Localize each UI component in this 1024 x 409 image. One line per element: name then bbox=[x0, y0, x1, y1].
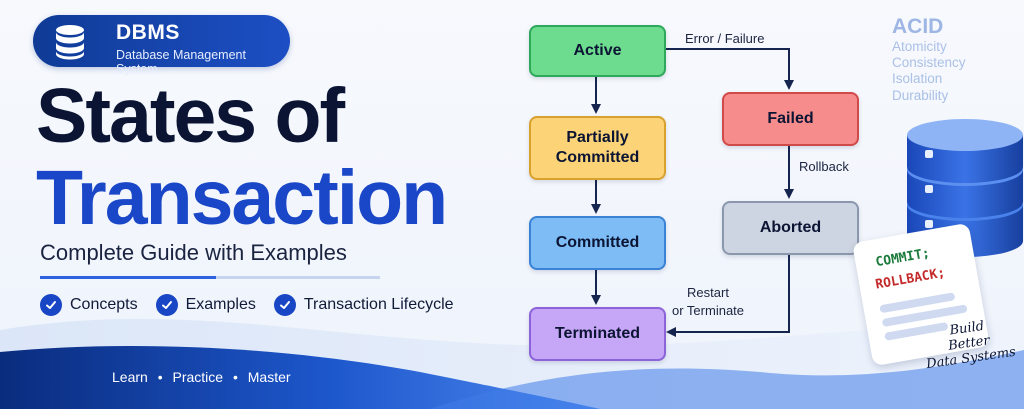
check-circle-icon bbox=[155, 294, 178, 316]
footer-tagline: Learn • Practice • Master bbox=[112, 369, 297, 385]
page-title-line2: Transaction bbox=[36, 155, 448, 241]
acid-item: Atomicity bbox=[892, 39, 947, 54]
footer-item-practice: Practice bbox=[172, 369, 224, 385]
state-committed: Committed bbox=[529, 216, 666, 270]
state-failed: Failed bbox=[722, 92, 859, 146]
feature-item: Transaction Lifecycle bbox=[273, 294, 454, 316]
badge-subtitle: Database Management System bbox=[116, 48, 246, 76]
feature-label: Transaction Lifecycle bbox=[303, 296, 454, 313]
state-partially-committed: Partially Committed bbox=[529, 116, 666, 180]
acid-item: Isolation bbox=[892, 71, 943, 87]
subtitle-underline-accent bbox=[40, 276, 216, 279]
page-subtitle: Complete Guide with Examples bbox=[40, 240, 347, 265]
feature-item: Examples bbox=[155, 294, 256, 316]
state-aborted: Aborted bbox=[722, 201, 859, 255]
check-circle-icon bbox=[40, 294, 62, 316]
feature-item: Concepts bbox=[40, 294, 138, 316]
acid-list: ACID Atomicity Consistency Isolation Dur… bbox=[892, 15, 966, 104]
acid-item: Durability bbox=[892, 87, 949, 103]
feature-label: Examples bbox=[185, 296, 256, 313]
note-commit: COMMIT; bbox=[874, 245, 932, 271]
feature-list: Concepts Examples Transaction Lifecycle bbox=[40, 294, 454, 316]
state-terminated: Terminated bbox=[529, 307, 666, 361]
subtitle-underline-light bbox=[216, 276, 380, 279]
acid-item: Consistency bbox=[892, 55, 966, 71]
note-rollback: ROLLBACK; bbox=[874, 265, 947, 293]
edge-label-restart: Restart or Terminate bbox=[672, 284, 744, 319]
dbms-badge: DBMS Database Management System bbox=[33, 15, 290, 76]
state-active: Active bbox=[529, 25, 666, 77]
edge-active-failed bbox=[663, 48, 794, 90]
edge-label-restart-line1: Restart bbox=[687, 285, 729, 300]
badge-title: DBMS bbox=[116, 21, 180, 44]
feature-label: Concepts bbox=[70, 296, 138, 313]
footer-separator: • bbox=[157, 369, 163, 385]
footer-separator: • bbox=[232, 369, 238, 385]
database-icon bbox=[56, 25, 84, 60]
page-title-line1: States of bbox=[36, 73, 345, 159]
footer-item-master: Master bbox=[247, 369, 291, 385]
edge-label-rollback: Rollback bbox=[799, 159, 849, 174]
edge-aborted-terminated bbox=[666, 252, 790, 337]
edge-label-error: Error / Failure bbox=[685, 31, 765, 46]
acid-title: ACID bbox=[892, 15, 944, 38]
edge-label-restart-line2: or Terminate bbox=[672, 302, 745, 318]
check-circle-icon bbox=[273, 294, 296, 316]
footer-item-learn: Learn bbox=[112, 369, 148, 385]
